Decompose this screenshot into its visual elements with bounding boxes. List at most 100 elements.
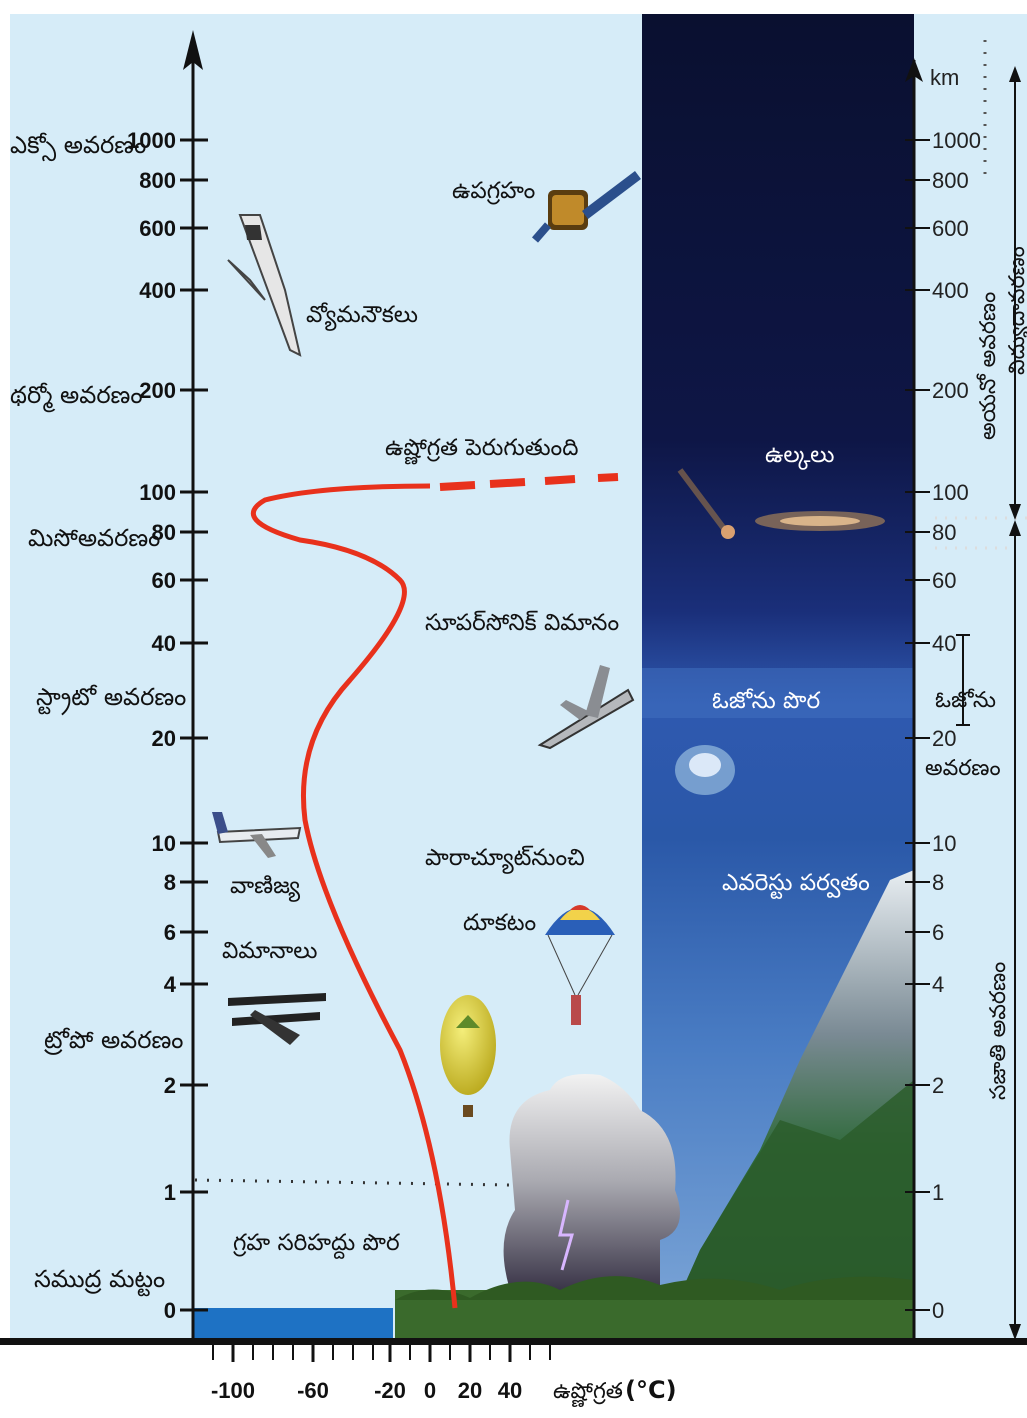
bottom-tick-label: 40 (498, 1378, 522, 1403)
right-tick-label: 10 (932, 831, 956, 856)
satellite-icon (531, 171, 642, 243)
label-parachute-2: దూకటం (463, 910, 536, 936)
storm-cloud (503, 1074, 680, 1290)
right-tick-label: 4 (932, 972, 944, 997)
right-tick-label: 40 (932, 631, 956, 656)
right-light-panel (914, 14, 1027, 1342)
hot-air-balloon-icon (440, 995, 496, 1117)
parachute-icon (545, 905, 615, 1025)
biplane-icon (228, 993, 326, 1045)
left-tick-label: 6 (164, 920, 176, 945)
label-temp-increase: ఉష్ణోగ్రత పెరుగుతుంది (385, 435, 578, 465)
temperature-curve (250, 483, 458, 1309)
ozonosphere-bracket (956, 634, 970, 726)
right-tick-label: 800 (932, 168, 969, 193)
left-tick-label: 40 (152, 631, 176, 656)
left-tick-label: 8 (164, 870, 176, 895)
label-supersonic: సూపర్‌సోనిక్ విమానం (425, 610, 619, 636)
left-tick-label: 20 (152, 726, 176, 751)
right-tick-label: 2 (932, 1073, 944, 1098)
right-tick-label: 200 (932, 378, 969, 403)
right-tick-label: 80 (932, 520, 956, 545)
bottom-minor-ticks (212, 1345, 551, 1360)
left-tick-label: 100 (139, 480, 176, 505)
supersonic-jet-icon (537, 665, 635, 750)
right-axis-unit: km (930, 65, 959, 90)
right-tick-label: 600 (932, 216, 969, 241)
homosphere-bracket (1009, 520, 1021, 1340)
left-tick-label: 200 (139, 378, 176, 403)
bottom-tick-label: -60 (297, 1378, 329, 1403)
meteor-streak-icon (755, 511, 885, 531)
right-tick-label: 20 (932, 726, 956, 751)
layer-label-sea: సముద్ర మట్టం (34, 1265, 165, 1297)
right-tick-label: 0 (932, 1298, 944, 1323)
label-everest: ఎవరెస్టు పర్వతం (722, 870, 870, 899)
label-commercial-1: వాణిజ్య (230, 873, 301, 902)
layer-label-strato: స్ట్రాటో అవరణం (36, 683, 186, 716)
right-tick-label: 100 (932, 480, 969, 505)
axis-arrow-icon (905, 58, 923, 82)
ocean-water (193, 1308, 393, 1340)
tree-line (395, 1276, 914, 1300)
left-tick-label: 80 (152, 520, 176, 545)
label-parachute-1: పారాచ్యూట్‌నుంచి (425, 845, 585, 874)
label-commercial-2: విమానాలు (222, 938, 318, 964)
bottom-axis-ticks: -100 -60 -20 0 20 40 (211, 1345, 522, 1403)
bottom-axis-unit: (°C) (625, 1376, 677, 1404)
label-ozonosphere-2: అవరణం (925, 756, 1001, 781)
mountain-forest (660, 1080, 914, 1340)
left-tick-label: 4 (164, 972, 177, 997)
layer-label-exo: ఎక్సో అవరణం (10, 131, 146, 162)
right-tick-label: 1000 (932, 128, 981, 153)
label-boundary-layer: గ్రహ సరిహద్దు పొర (232, 1230, 400, 1259)
ozone-cloud-icon (675, 745, 735, 795)
left-tick-label: 1 (164, 1180, 176, 1205)
meteor-icon (677, 468, 735, 539)
left-tick-label: 800 (139, 168, 176, 193)
bottom-tick-label: 0 (424, 1378, 436, 1403)
label-spacecraft: వ్యోమనౌకలు (306, 302, 418, 331)
bottom-tick-label: -20 (374, 1378, 406, 1403)
right-tick-label: 6 (932, 920, 944, 945)
temperature-curve-dashed (439, 473, 619, 491)
boundary-layer-dotted-line (194, 1178, 511, 1187)
label-satellite: ఉపగ్రహం (452, 178, 535, 205)
right-altitude-axis (905, 58, 923, 1340)
ground-line (0, 1338, 1027, 1345)
left-tick-label: 1000 (127, 128, 176, 153)
label-ozone-layer: ఓజోను పొర (712, 688, 820, 714)
commercial-airliner-icon (212, 812, 302, 858)
space-shuttle-icon (227, 214, 302, 357)
axis-arrow-icon (183, 30, 203, 70)
label-meteors: ఉల్కలు (765, 442, 834, 470)
right-tick-label: 60 (932, 568, 956, 593)
ionosphere-bracket (1009, 66, 1021, 520)
left-tick-label: 600 (139, 216, 176, 241)
layer-label-thermo: థర్మో అవరణం (10, 381, 143, 413)
label-ionosphere-upper: అయనో అవరణం (976, 292, 1001, 440)
layer-label-meso: మిసోఅవరణం (28, 524, 160, 552)
label-ionosphere-lower: విద్యుదావరణం (1005, 246, 1027, 375)
bottom-axis-label: ఉష్ణోగ్రత (553, 1379, 623, 1408)
right-tick-label: 8 (932, 870, 944, 895)
left-tick-label: 10 (152, 831, 176, 856)
left-altitude-axis (183, 30, 203, 1340)
bottom-tick-label: 20 (458, 1378, 482, 1403)
lightning-icon (558, 1199, 574, 1271)
label-ozonosphere-1: ఓజోను (935, 688, 996, 713)
right-tick-label: 1 (932, 1180, 944, 1205)
left-tick-label: 60 (152, 568, 176, 593)
left-tick-label: 2 (164, 1073, 176, 1098)
left-tick-label: 0 (164, 1298, 176, 1323)
ozone-band (642, 668, 914, 718)
label-homosphere: సజాతి అవరణం (986, 962, 1011, 1100)
left-tick-label: 400 (139, 278, 176, 303)
bottom-tick-label: -100 (211, 1378, 255, 1403)
right-tick-label: 400 (932, 278, 969, 303)
layer-label-tropo: ట్రోపో అవరణం (44, 1026, 184, 1055)
